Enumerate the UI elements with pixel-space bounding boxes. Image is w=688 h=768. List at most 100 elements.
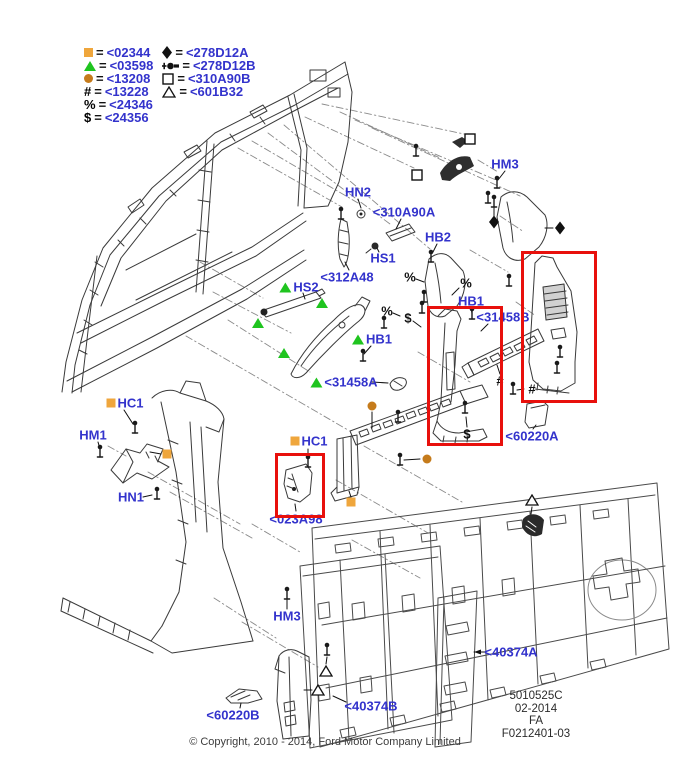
circle-orange-icon	[422, 454, 432, 464]
part-label-hb1[interactable]: HB1	[351, 331, 393, 347]
legend-row-13228: #=<13228	[84, 84, 153, 99]
legend-part-code[interactable]: <24356	[104, 110, 149, 125]
triangle-green-icon	[351, 334, 364, 344]
hash-icon: #	[528, 381, 536, 397]
part-label-hm1[interactable]: HM1	[79, 429, 106, 442]
part-label-hm3[interactable]: HM3	[491, 158, 518, 171]
triangle-green-icon	[278, 348, 290, 358]
trim-parts-art	[110, 137, 578, 740]
part-label-hs2[interactable]: HS2	[279, 279, 319, 295]
part-label-hc1[interactable]: HC1	[106, 395, 144, 411]
equals-sign: =	[179, 84, 187, 99]
square-white-icon	[162, 72, 175, 85]
hash-symbol: #	[528, 383, 535, 396]
part-label-hb1[interactable]: HB1	[458, 295, 484, 308]
triangle-green-symbol	[278, 348, 290, 358]
circle-orange-icon	[84, 74, 93, 83]
dollar-icon: $	[463, 426, 471, 442]
square-white-icon	[464, 133, 476, 145]
doc-code-line: 02-2014	[514, 702, 558, 715]
part-label-60220b[interactable]: <60220B	[206, 709, 259, 722]
hash-icon: #	[496, 373, 504, 389]
triangle-white-icon	[310, 683, 326, 696]
equals-sign: =	[177, 71, 185, 86]
legend-row-278d12b: =<278D12B	[162, 58, 256, 73]
legend-part-code[interactable]: <13208	[106, 71, 151, 86]
part-label-31458a[interactable]: <31458A	[310, 374, 378, 390]
part-label-60220a[interactable]: <60220A	[505, 430, 558, 443]
part-label-40374a[interactable]: <40374A	[484, 646, 537, 659]
legend-part-code[interactable]: <02344	[106, 45, 151, 60]
bulkhead-panel-art	[299, 482, 670, 749]
part-label-hn1[interactable]: HN1	[118, 491, 144, 504]
dashed-leader-lines	[107, 103, 537, 668]
legend-part-code[interactable]: <601B32	[189, 84, 244, 99]
triangle-white-symbol	[310, 683, 326, 696]
equals-sign: =	[99, 58, 107, 73]
equals-sign: =	[96, 71, 104, 86]
part-label-text: <31458A	[324, 374, 378, 390]
part-label-023a98[interactable]: <023A98	[269, 513, 322, 526]
percent-symbol: %	[381, 305, 393, 318]
part-label-hn2[interactable]: HN2	[345, 186, 371, 199]
part-label-text: HM3	[491, 156, 519, 172]
triangle-white-icon	[162, 85, 177, 98]
legend-part-code[interactable]: <278D12B	[192, 58, 256, 73]
part-label-31458b[interactable]: <31458B	[476, 311, 529, 324]
part-label-hb2[interactable]: HB2	[425, 231, 451, 244]
part-label-text: <310A90A	[372, 204, 436, 220]
legend-row-24346: %=<24346	[84, 97, 153, 112]
part-label-text: HB1	[457, 293, 485, 309]
part-label-hm3[interactable]: HM3	[273, 610, 300, 623]
part-label-312a48[interactable]: <312A48	[320, 271, 373, 284]
part-label-40374b[interactable]: <40374B	[344, 700, 397, 713]
hash-symbol: #	[496, 375, 503, 388]
legend-row-278d12a: =<278D12A	[162, 45, 255, 60]
triangle-green-symbol	[316, 298, 328, 308]
part-label-text: HS2	[293, 279, 319, 295]
part-label-text: HB1	[365, 331, 393, 347]
part-label-text: HC1	[301, 433, 328, 449]
rivet-black-icon	[162, 61, 180, 71]
part-label-text: HN2	[344, 184, 372, 200]
diamond-black-icon	[489, 215, 499, 229]
square-yellow-icon	[162, 449, 172, 459]
equals-sign: =	[175, 45, 183, 60]
part-label-text: <60220A	[505, 428, 559, 444]
hash-icon: #	[84, 84, 92, 99]
legend-part-code[interactable]: <24346	[109, 97, 153, 112]
diamond-black-symbol	[489, 215, 499, 229]
part-label-text: HC1	[117, 395, 144, 411]
equals-sign: =	[182, 58, 190, 73]
triangle-white-icon	[318, 664, 334, 677]
square-white-symbol	[411, 169, 423, 181]
dollar-icon: $	[404, 310, 412, 326]
part-label-hc1[interactable]: HC1	[290, 433, 328, 449]
dollar-icon: $	[84, 110, 92, 125]
doc-code-line: FA	[528, 715, 544, 727]
body-side-frame-art	[61, 61, 353, 394]
legend-part-code[interactable]: <278D12A	[185, 45, 249, 60]
part-label-hs1[interactable]: HS1	[370, 252, 395, 265]
square-yellow-symbol	[346, 497, 356, 507]
part-label-text: HM3	[273, 608, 301, 624]
legend-row-13208: =<13208	[84, 71, 153, 86]
legend-part-code[interactable]: <310A90B	[187, 71, 251, 86]
triangle-green-icon	[316, 298, 328, 308]
part-label-text: <60220B	[206, 707, 260, 723]
part-label-text: <40374B	[344, 698, 398, 714]
square-yellow-symbol	[162, 449, 172, 459]
legend-column-1: =<02344=<03598=<13208#=<13228%=<24346$=<…	[84, 45, 154, 125]
square-white-symbol	[464, 133, 476, 145]
legend-part-code[interactable]: <03598	[109, 58, 154, 73]
dollar-symbol: $	[404, 312, 411, 325]
triangle-white-symbol	[524, 493, 540, 506]
part-label-text: HB2	[424, 229, 452, 245]
legend-row-02344: =<02344	[84, 45, 153, 60]
part-label-310a90a[interactable]: <310A90A	[373, 206, 436, 219]
doc-code-line: F0212401-03	[501, 727, 571, 740]
percent-icon: %	[460, 275, 472, 291]
legend-part-code[interactable]: <13228	[104, 84, 149, 99]
square-yellow-icon	[106, 398, 116, 408]
